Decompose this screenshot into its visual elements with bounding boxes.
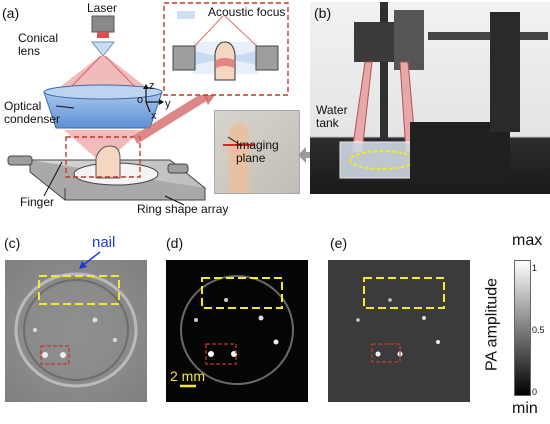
laser-aperture [97, 32, 109, 38]
axis-x-label: x [151, 110, 157, 122]
finger-label: Finger [20, 195, 55, 209]
laser-label: Laser [87, 1, 118, 15]
colorbar-max-label: max [512, 232, 543, 249]
colorbar-tick-1: 1 [532, 263, 538, 273]
axis-y-label: y [165, 98, 171, 110]
photo-to-inset-arrow [298, 147, 318, 163]
nail-arrow [79, 251, 101, 269]
colorbar-axis-label: PA amplitude [483, 277, 501, 372]
conical-lens-label: Conical lens [18, 31, 59, 58]
panel-label-b: (b) [314, 5, 332, 21]
image-d [166, 260, 308, 402]
nail-label: nail [92, 234, 116, 251]
schematic-drawing [7, 15, 220, 206]
axis-z-label: z [149, 80, 155, 92]
optical-condenser-label: Optical condenser [4, 99, 61, 126]
transducer-left [172, 45, 196, 71]
conical-lens [90, 41, 116, 57]
imaging-plane-leader [227, 136, 243, 147]
panel-label-c: (c) [4, 235, 21, 251]
panel-label-a: (a) [2, 5, 20, 21]
zoom-arrow [132, 92, 209, 144]
imaging-plane-label: Imaging plane [236, 138, 279, 165]
scale-bar-label: 2 mm [170, 368, 205, 384]
axis-origin-label: o [137, 94, 144, 106]
acoustic-focus-label: Acoustic focus [208, 5, 286, 19]
finger-shape [95, 145, 121, 179]
image-c [5, 260, 147, 402]
water-tank-label: Water tank [316, 103, 348, 130]
setup-photo [310, 2, 550, 194]
image-e [328, 260, 470, 402]
ring-array-label: Ring shape array [137, 202, 229, 216]
colorbar-tick-05: 0.5 [532, 325, 545, 335]
transducer-right [255, 45, 279, 71]
finger-zoom-box [65, 136, 141, 178]
laser-body [91, 15, 115, 33]
colorbar-gradient [514, 260, 531, 396]
laser-beam [56, 56, 150, 92]
panel-label-e: (e) [330, 235, 348, 251]
acoustic-focus-inset [163, 2, 289, 96]
colorbar-min-label: min [512, 400, 538, 417]
panel-label-d: (d) [166, 235, 184, 251]
colorbar-tick-0: 0 [532, 387, 538, 397]
